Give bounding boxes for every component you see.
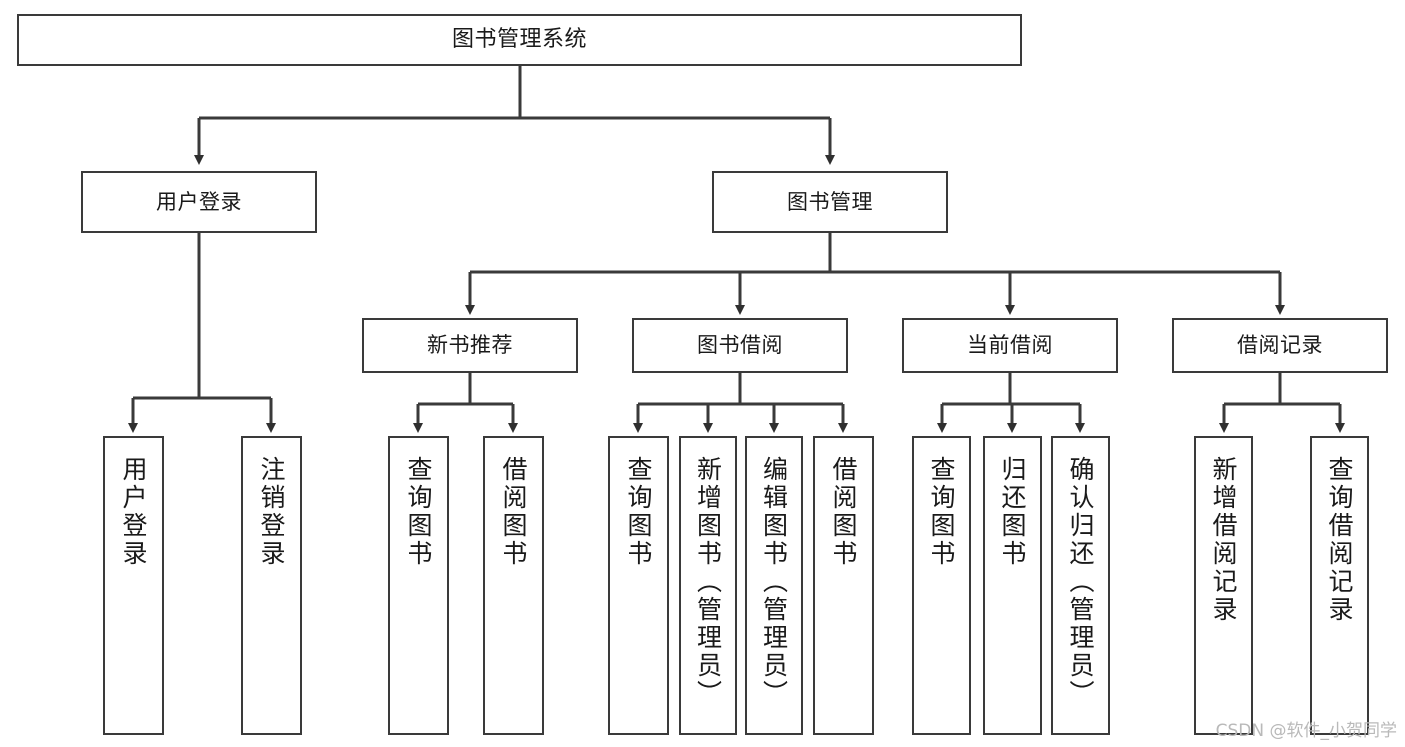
node-book-manage[interactable]: 图书管理 [712, 171, 948, 233]
leaf-cb-confirm-return-label: 确认归还（管理员） [1066, 456, 1095, 708]
leaf-br-add-record-label: 新增借阅记录 [1209, 456, 1238, 624]
leaf-logout[interactable]: 注销登录 [241, 436, 302, 735]
leaf-cb-query-book-label: 查询图书 [927, 456, 956, 568]
leaf-user-login-label: 用户登录 [119, 456, 148, 568]
node-book-borrow[interactable]: 图书借阅 [632, 318, 848, 373]
node-root-label: 图书管理系统 [451, 27, 587, 53]
leaf-nb-query-book[interactable]: 查询图书 [388, 436, 449, 735]
leaf-nb-borrow-book[interactable]: 借阅图书 [483, 436, 544, 735]
node-new-book-recommend[interactable]: 新书推荐 [362, 318, 578, 373]
leaf-bb-borrow-book-label: 借阅图书 [829, 456, 858, 568]
leaf-nb-borrow-book-label: 借阅图书 [499, 456, 528, 568]
leaf-user-login[interactable]: 用户登录 [103, 436, 164, 735]
node-book-borrow-label: 图书借阅 [697, 333, 783, 358]
leaf-logout-label: 注销登录 [257, 456, 286, 568]
leaf-bb-edit-book[interactable]: 编辑图书（管理员） [745, 436, 803, 735]
node-user-login[interactable]: 用户登录 [81, 171, 317, 233]
leaf-br-query-record-label: 查询借阅记录 [1325, 456, 1354, 624]
leaf-bb-add-book[interactable]: 新增图书（管理员） [679, 436, 737, 735]
node-root[interactable]: 图书管理系统 [17, 14, 1022, 66]
leaf-cb-confirm-return[interactable]: 确认归还（管理员） [1051, 436, 1110, 735]
node-user-login-label: 用户登录 [156, 189, 242, 214]
leaf-cb-return-book[interactable]: 归还图书 [983, 436, 1042, 735]
leaf-br-query-record[interactable]: 查询借阅记录 [1310, 436, 1369, 735]
leaf-bb-query-book-label: 查询图书 [624, 456, 653, 568]
node-borrow-records[interactable]: 借阅记录 [1172, 318, 1388, 373]
node-current-borrow-label: 当前借阅 [967, 333, 1053, 358]
leaf-br-add-record[interactable]: 新增借阅记录 [1194, 436, 1253, 735]
leaf-bb-add-book-label: 新增图书（管理员） [693, 456, 723, 708]
node-new-book-recommend-label: 新书推荐 [427, 333, 513, 358]
leaf-cb-query-book[interactable]: 查询图书 [912, 436, 971, 735]
leaf-nb-query-book-label: 查询图书 [404, 456, 433, 568]
node-book-manage-label: 图书管理 [787, 189, 873, 214]
leaf-bb-edit-book-label: 编辑图书（管理员） [759, 456, 789, 708]
leaf-cb-return-book-label: 归还图书 [998, 456, 1027, 568]
node-borrow-records-label: 借阅记录 [1237, 333, 1323, 358]
leaf-bb-query-book[interactable]: 查询图书 [608, 436, 669, 735]
leaf-bb-borrow-book[interactable]: 借阅图书 [813, 436, 874, 735]
node-current-borrow[interactable]: 当前借阅 [902, 318, 1118, 373]
